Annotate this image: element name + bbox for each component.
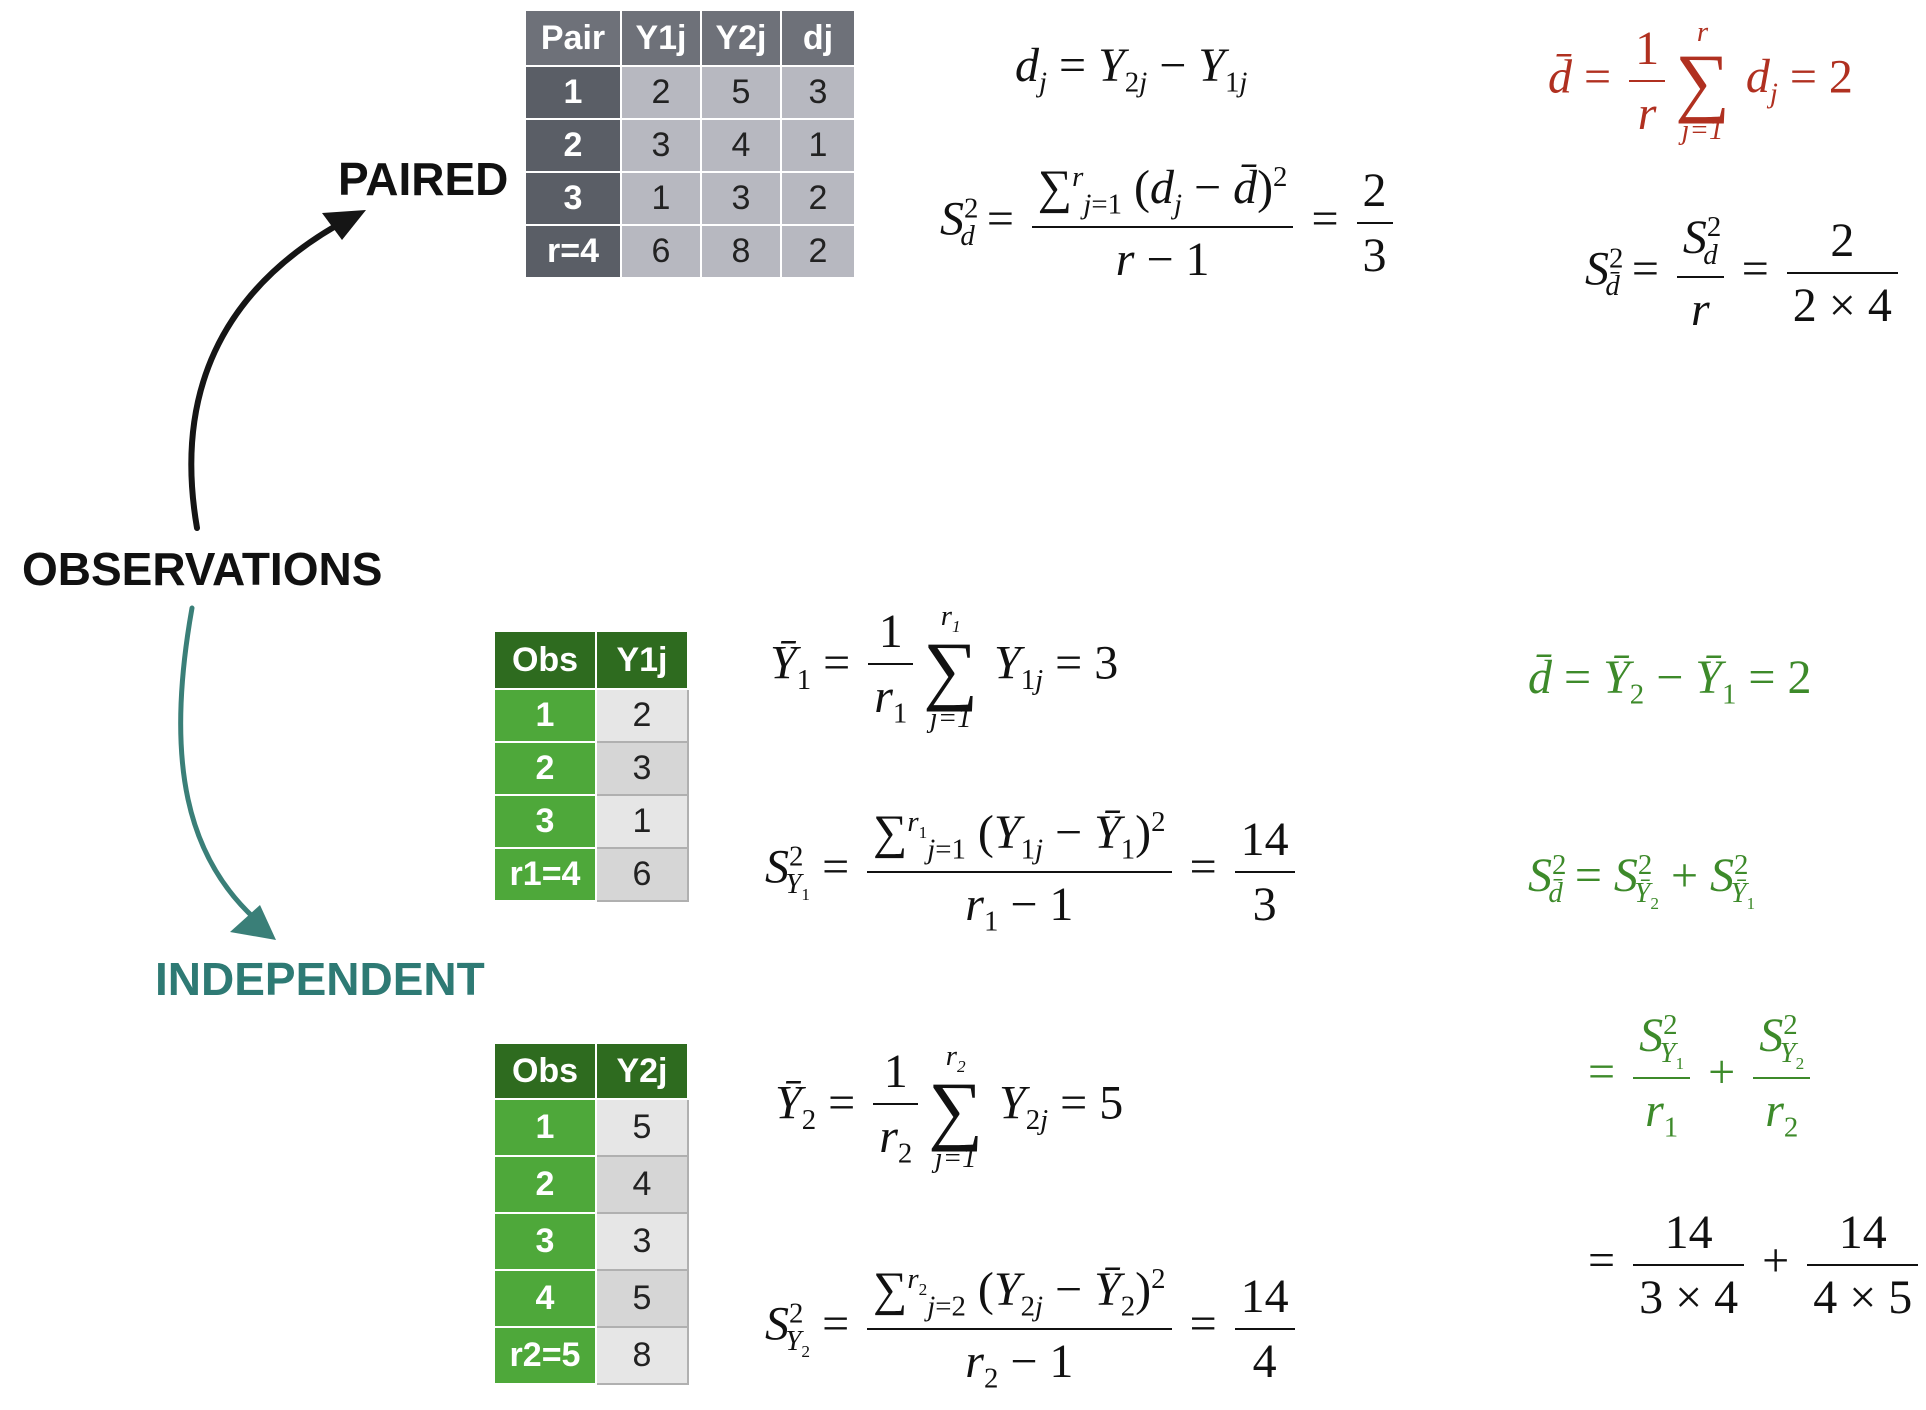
y2-cell: 8 [700, 224, 782, 279]
y1-cell: 1 [620, 171, 702, 226]
table-header-row: Obs Y1j [493, 630, 689, 690]
col-header-pair: Pair [524, 9, 622, 67]
indep-mean-diff-value: 2 [1787, 651, 1812, 704]
y1-mean-value: 3 [1094, 636, 1119, 690]
table-header-row: Pair Y1j Y2j dj [524, 9, 856, 67]
y2-mean-value: 5 [1099, 1076, 1124, 1130]
y2-cell: 4 [595, 1155, 689, 1214]
y2-variance-den: 4 [1252, 1334, 1277, 1388]
col-header-obs: Obs [493, 1042, 597, 1100]
col-header-y1j: Y1j [620, 9, 702, 67]
table-header-row: Obs Y2j [493, 1042, 689, 1100]
y1-cell: 6 [595, 847, 689, 902]
table-row: 3 1 3 2 [524, 171, 856, 226]
y2-cell: 5 [700, 65, 782, 120]
paired-data-table: Pair Y1j Y2j dj 1 2 5 3 2 3 4 1 3 1 3 2 … [524, 9, 856, 279]
y1-cell: 1 [595, 794, 689, 849]
arrow-to-paired [188, 215, 353, 531]
y2-cell: 5 [595, 1269, 689, 1328]
col-header-dj: dj [780, 9, 856, 67]
y2-cell: 5 [595, 1098, 689, 1157]
paired-mean-value: 2 [1828, 50, 1853, 104]
pair-cell: r=4 [524, 224, 622, 279]
obs-cell: 2 [493, 741, 597, 796]
y2-cell: 8 [595, 1326, 689, 1385]
arrow-head-independent [230, 905, 276, 940]
obs-cell: 1 [493, 1098, 597, 1157]
obs-cell: r2=5 [493, 1326, 597, 1385]
col-header-y1j: Y1j [595, 630, 689, 690]
y2-cell: 3 [595, 1212, 689, 1271]
y2-cell: 3 [700, 171, 782, 226]
table-row: 1 2 5 3 [524, 65, 856, 120]
obs-cell: 4 [493, 1269, 597, 1328]
paired-se-num: 2 [1786, 213, 1898, 275]
pair-cell: 3 [524, 171, 622, 226]
table-row: r=4 6 8 2 [524, 224, 856, 279]
d-cell: 2 [780, 171, 856, 226]
formula-indep-var-sum: S2d̄ = S2Ȳ2 + S2Ȳ1 [1528, 849, 1756, 913]
paired-label: PAIRED [338, 153, 509, 205]
d-cell: 2 [780, 224, 856, 279]
y1-cell: 3 [620, 118, 702, 173]
col-header-obs: Obs [493, 630, 597, 690]
y1-variance-den: 3 [1252, 877, 1277, 931]
observations-label: OBSERVATIONS [22, 543, 383, 595]
obs-cell: 2 [493, 1155, 597, 1214]
paired-variance-num: 2 [1356, 163, 1393, 225]
y2-variance-num: 14 [1234, 1269, 1295, 1330]
y1-variance-num: 14 [1234, 812, 1295, 873]
y1-cell: 6 [620, 224, 702, 279]
d-cell: 3 [780, 65, 856, 120]
y2-cell: 4 [700, 118, 782, 173]
col-header-y2j: Y2j [700, 9, 782, 67]
obs-cell: 3 [493, 1212, 597, 1271]
paired-variance-den: 3 [1362, 229, 1387, 283]
indep-term1-den: 3 × 4 [1639, 1271, 1739, 1324]
indep-term1-num: 14 [1633, 1205, 1745, 1266]
obs-cell: 1 [493, 688, 597, 743]
table-row: 2 3 4 1 [524, 118, 856, 173]
arrow-head-paired [322, 210, 366, 240]
independent-label: INDEPENDENT [155, 953, 485, 1005]
y1-cell: 3 [595, 741, 689, 796]
arrow-to-independent [178, 605, 265, 928]
formula-difference: dj = Y2j − Y1j [1015, 39, 1248, 99]
y1-cell: 2 [620, 65, 702, 120]
paired-se-den: 2 × 4 [1792, 279, 1892, 333]
obs-cell: r1=4 [493, 847, 597, 902]
indep-term2-den: 4 × 5 [1813, 1271, 1913, 1324]
d-cell: 1 [780, 118, 856, 173]
indep-term2-num: 14 [1807, 1205, 1919, 1266]
y1-cell: 2 [595, 688, 689, 743]
obs-cell: 3 [493, 794, 597, 849]
pair-cell: 1 [524, 65, 622, 120]
formula-indep-mean-diff: d̄ = Ȳ2 − Ȳ1 = 2 [1528, 651, 1812, 711]
pair-cell: 2 [524, 118, 622, 173]
col-header-y2j: Y2j [595, 1042, 689, 1100]
